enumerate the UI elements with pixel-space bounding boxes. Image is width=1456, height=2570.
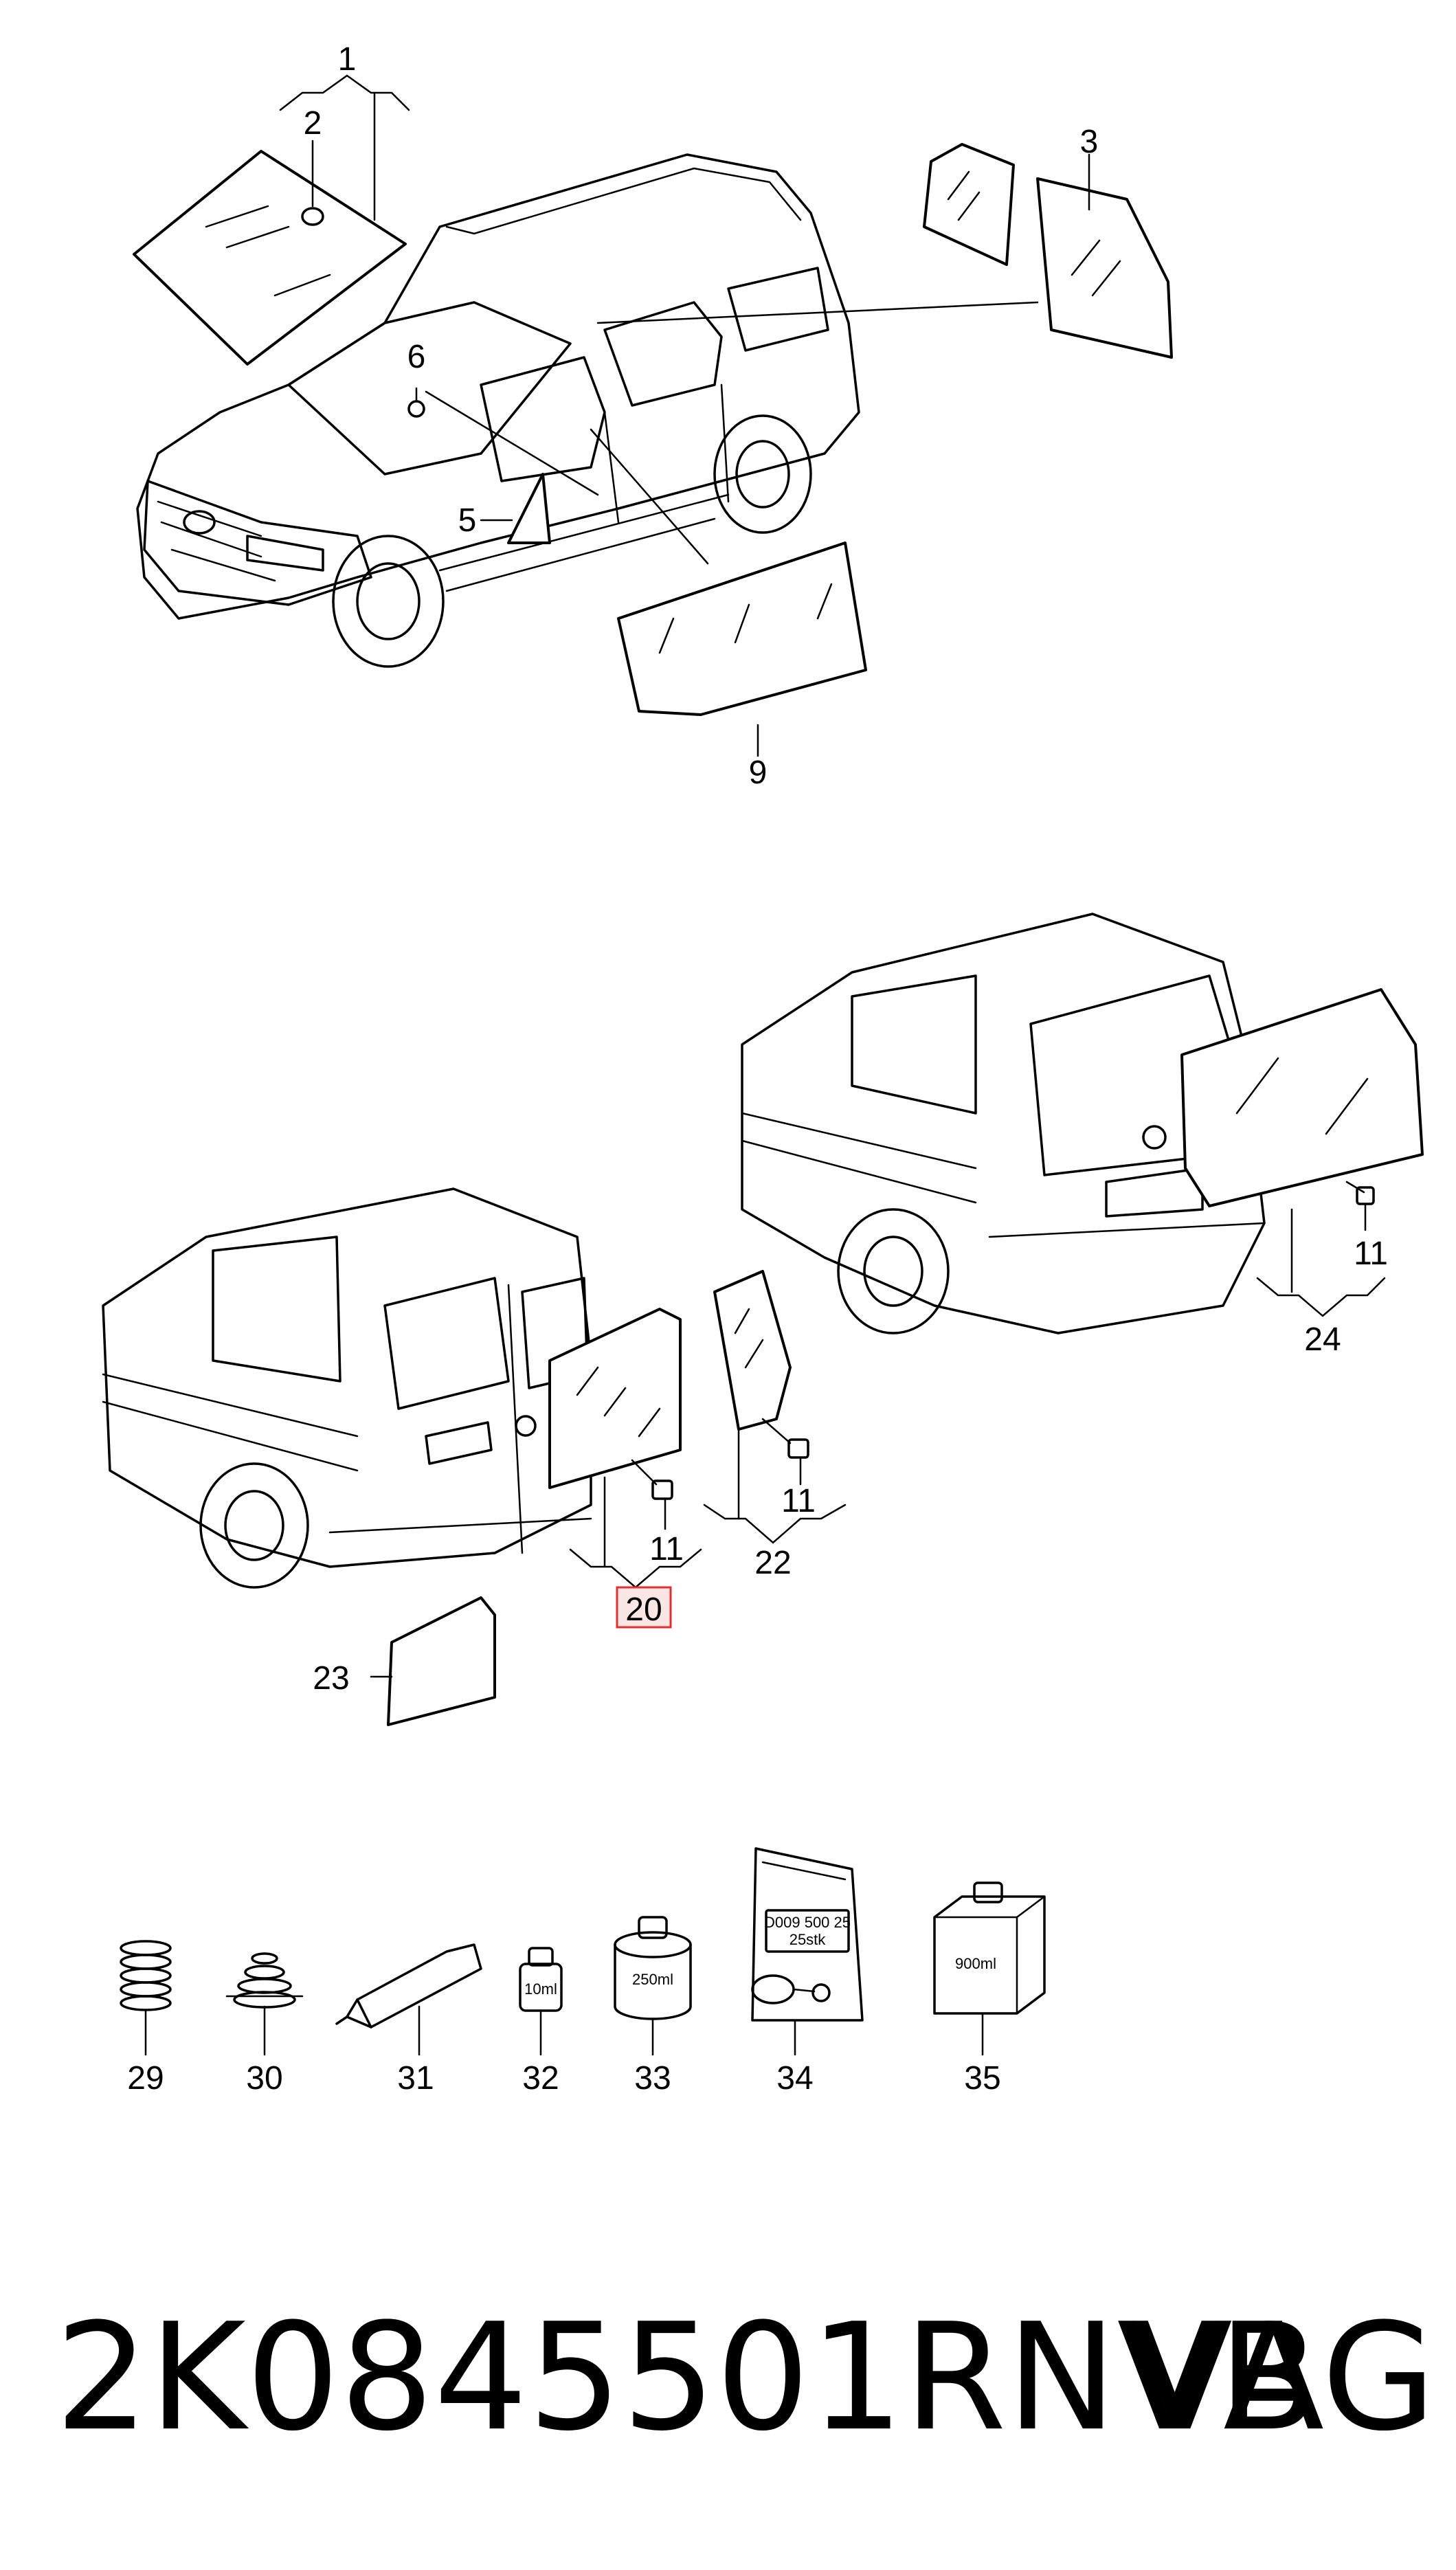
callout-11-a: 11 xyxy=(649,1531,684,1567)
callout-11-b: 11 xyxy=(781,1483,816,1519)
callout-2: 2 xyxy=(304,105,322,142)
adhesive-tube-31 xyxy=(335,1943,482,2056)
callout-34: 34 xyxy=(776,2060,813,2097)
part-number: 2K0845501RNVB xyxy=(55,2291,1320,2463)
sachet-34 xyxy=(751,1847,864,2056)
callout-24: 24 xyxy=(1304,1321,1341,1358)
rear-van-hatch-illustration xyxy=(741,913,1266,1334)
sensor-6 xyxy=(407,400,425,418)
callout-3: 3 xyxy=(1080,124,1099,160)
cone-spring-30 xyxy=(225,1952,304,2056)
bottle-volume-label: 10ml xyxy=(524,1980,557,1998)
callout-33: 33 xyxy=(634,2060,671,2097)
clip-11-b xyxy=(761,1418,809,1486)
callout-20-highlight xyxy=(616,1586,672,1629)
can-33 xyxy=(614,1916,692,2056)
callout-11-c: 11 xyxy=(1354,1236,1388,1272)
rear-hatch-glass-24 xyxy=(1180,988,1424,1207)
side-window-glass-3 xyxy=(923,143,1173,359)
canister-35 xyxy=(933,1881,1046,2056)
callout-20: 20 xyxy=(625,1591,662,1628)
callout-35: 35 xyxy=(964,2060,1000,2097)
can-volume-label: 250ml xyxy=(632,1971,673,1988)
callout-32: 32 xyxy=(522,2060,559,2097)
front-van-illustration xyxy=(136,153,860,668)
windshield-glass xyxy=(133,150,407,366)
part-footer: 2K0845501RNVB VAG xyxy=(27,2288,1436,2467)
clip-11-c xyxy=(1345,1181,1375,1231)
canister-volume-label: 900ml xyxy=(955,1955,996,1972)
leader-lines-top xyxy=(279,74,1090,757)
rear-side-glass-23 xyxy=(387,1596,496,1726)
leader-lines-rear xyxy=(1256,1208,1386,1317)
rear-door-glass-20 xyxy=(548,1308,682,1489)
brand-name: VAG xyxy=(1131,2291,1436,2463)
callout-23: 23 xyxy=(313,1660,349,1697)
callout-30: 30 xyxy=(246,2060,282,2097)
clip-11-a xyxy=(631,1459,673,1530)
callout-5: 5 xyxy=(458,502,477,539)
leader-lines-mid xyxy=(370,1428,847,1678)
spring-29 xyxy=(120,1940,172,2056)
callout-1: 1 xyxy=(338,41,357,78)
rear-van-barndoor-illustration xyxy=(102,1187,592,1589)
callout-29: 29 xyxy=(127,2060,164,2097)
rear-door-glass-22 xyxy=(713,1270,792,1431)
sachet-code-label: D009 500 25 xyxy=(764,1914,851,1931)
callout-22: 22 xyxy=(754,1545,791,1581)
sachet-count-label: 25stk xyxy=(789,1931,827,1948)
bottle-32 xyxy=(519,1947,563,2056)
door-glass-9 xyxy=(617,541,867,716)
callout-6: 6 xyxy=(407,339,426,375)
callout-31: 31 xyxy=(397,2060,434,2097)
vent-glass-5 xyxy=(507,473,551,544)
callout-9: 9 xyxy=(749,755,768,791)
